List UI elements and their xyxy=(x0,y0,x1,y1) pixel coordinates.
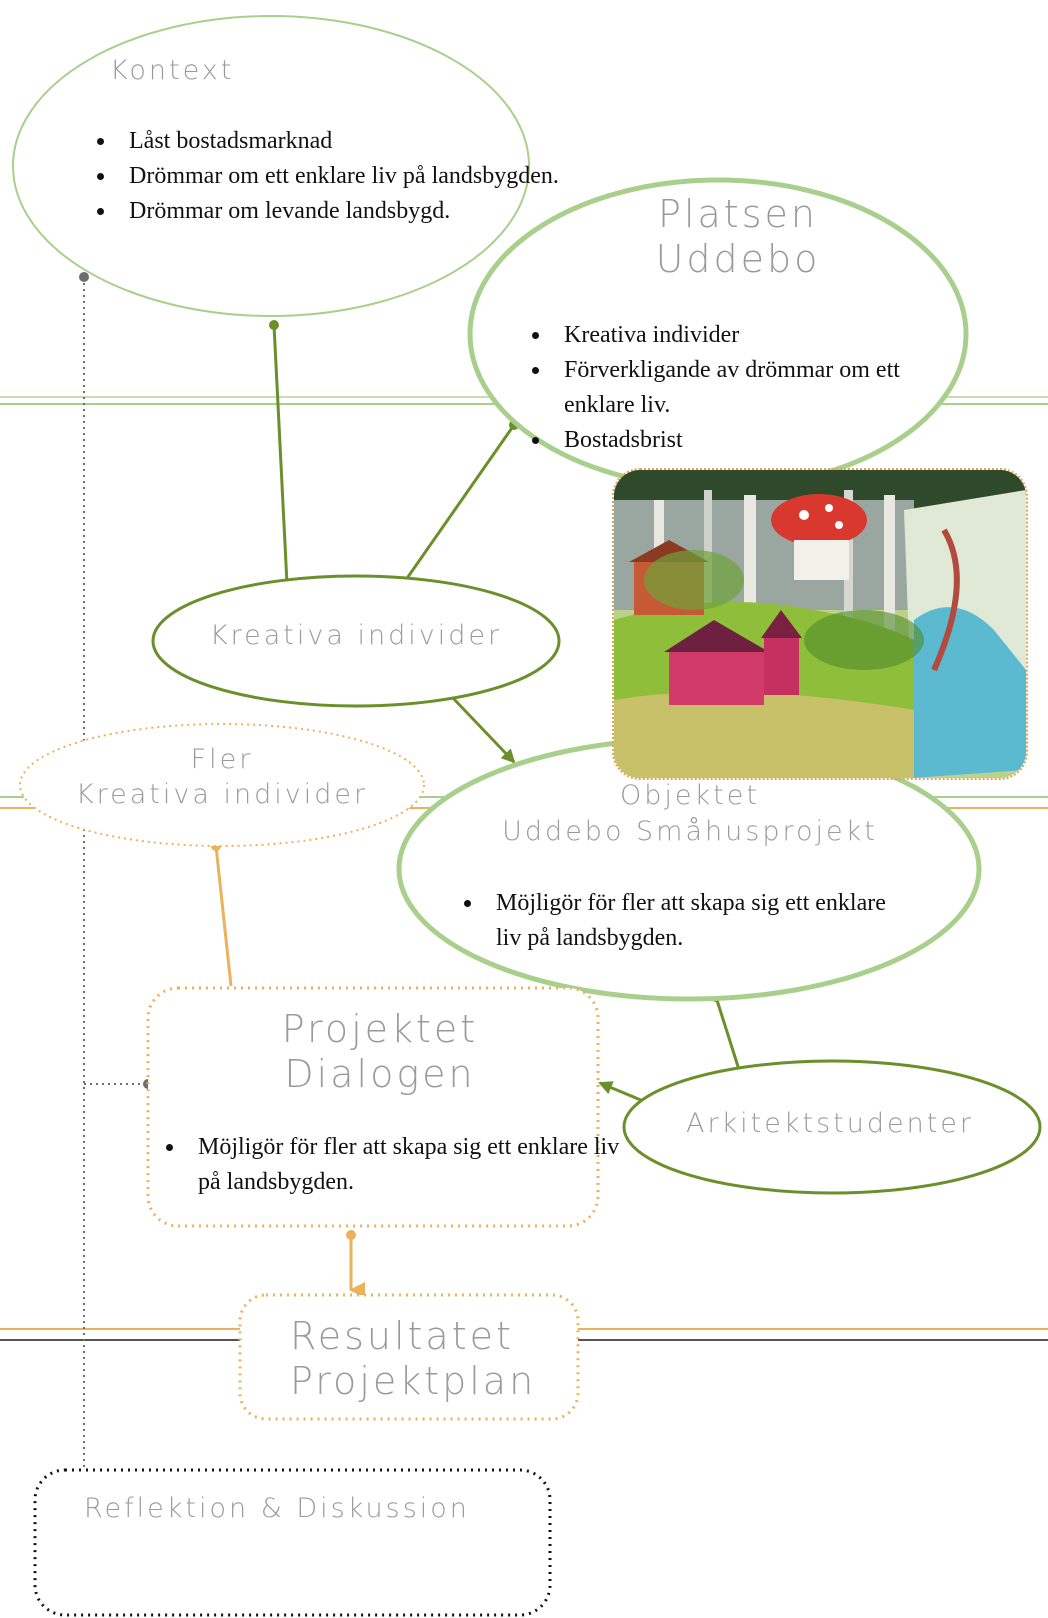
fler-title: Fler Kreativa individer xyxy=(22,742,422,812)
arkitekt-title: Arkitektstudenter xyxy=(685,1108,975,1139)
resultatet-title-line1: Resultatet xyxy=(290,1314,514,1358)
objektet-bullet: Möjligör för fler att skapa sig ett enkl… xyxy=(484,886,904,956)
projektet-title-line1: Projektet xyxy=(281,1007,479,1051)
kreativa-title: Kreativa individer xyxy=(209,620,503,651)
projektet-bullet: Möjligör för fler att skapa sig ett enkl… xyxy=(186,1130,626,1200)
projektet-bullets: Möjligör för fler att skapa sig ett enkl… xyxy=(140,1130,626,1200)
projektet-title: Projektet Dialogen xyxy=(220,1007,540,1097)
kontext-bullet: Drömmar om levande landsbygd. xyxy=(117,194,567,229)
platsen-title-line2: Uddebo xyxy=(655,237,821,281)
node-shapes xyxy=(12,15,1042,1617)
platsen-bullets: Kreativa individer Förverkligande av drö… xyxy=(506,318,972,458)
platsen-title: Platsen Uddebo xyxy=(598,192,878,282)
kontext-bullet: Drömmar om ett enklare liv på landsbygde… xyxy=(117,159,567,194)
objektet-title-line2: Uddebo Småhusprojekt xyxy=(502,816,878,847)
resultatet-title: Resultatet Projektplan xyxy=(290,1314,550,1404)
timeline-connector xyxy=(79,272,153,1470)
kontext-title: Kontext xyxy=(110,55,235,86)
painting-image xyxy=(612,468,1028,780)
projektet-title-line2: Dialogen xyxy=(284,1052,476,1096)
reflektion-title: Reflektion & Diskussion xyxy=(84,1493,470,1524)
kontext-bullets: Låst bostadsmarknad Drömmar om ett enkla… xyxy=(71,124,567,229)
objektet-bullets: Möjligör för fler att skapa sig ett enkl… xyxy=(438,886,904,956)
resultatet-title-line2: Projektplan xyxy=(290,1359,537,1403)
objektet-title-line1: Objektet xyxy=(620,780,760,811)
platsen-bullet: Bostadsbrist xyxy=(552,423,972,458)
platsen-bullet: Förverkligande av drömmar om ett enklare… xyxy=(552,353,972,423)
fler-title-line1: Fler xyxy=(190,744,254,775)
fler-title-line2: Kreativa individer xyxy=(75,779,369,810)
platsen-title-line1: Platsen xyxy=(658,192,818,236)
kontext-bullet: Låst bostadsmarknad xyxy=(117,124,567,159)
objektet-title: Objektet Uddebo Småhusprojekt xyxy=(420,778,960,850)
platsen-bullet: Kreativa individer xyxy=(552,318,972,353)
